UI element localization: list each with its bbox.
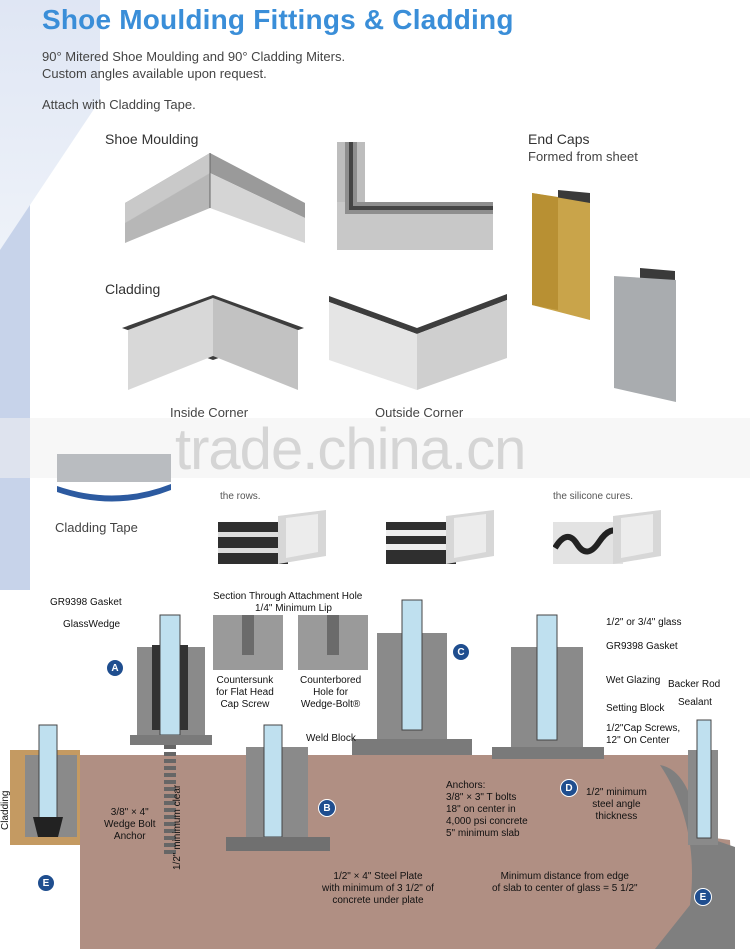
wet-glazing-label: Wet Glazing xyxy=(606,675,661,686)
intro-line-2: Custom angles available upon request. xyxy=(42,66,267,81)
setting-block-label: Setting Block xyxy=(606,703,665,714)
steel-angle-label: 1/2" minimum steel angle thickness xyxy=(586,787,647,822)
tape-rows-image-1 xyxy=(218,510,326,564)
silicone-note: the silicone cures. xyxy=(553,491,634,502)
cap-screws-label: 1/2"Cap Screws, 12" On Center xyxy=(606,723,681,746)
end-caps-label: End Caps xyxy=(528,131,590,147)
sealant-label: Sealant xyxy=(678,697,712,708)
watermark-text: trade.china.cn xyxy=(175,417,526,482)
backer-rod-label: Backer Rod xyxy=(668,679,721,690)
cladding-label: Cladding xyxy=(105,281,161,297)
left-accent-panel xyxy=(0,0,100,250)
glass-label: 1/2" or 3/4" glass xyxy=(606,617,682,628)
anchors-label: Anchors: 3/8" × 3" T bolts 18" on center… xyxy=(446,780,528,839)
glasswedge-label: GlassWedge xyxy=(63,619,121,630)
cladding-outside-corner-image xyxy=(329,294,507,390)
badge-d: D xyxy=(560,779,578,797)
rows-note: the rows. xyxy=(220,491,261,502)
countersunk-label: Countersunk for Flat Head Cap Screw xyxy=(216,675,274,710)
gasket-right-label: GR9398 Gasket xyxy=(606,641,678,652)
weld-block-plate xyxy=(352,739,472,755)
min-lip-label: 1/4" Minimum Lip xyxy=(255,603,332,614)
attach-note: Attach with Cladding Tape. xyxy=(42,97,196,112)
silicone-bead-image xyxy=(553,510,661,564)
counterbored-label: Counterbored Hole for Wedge-Bolt® xyxy=(300,675,362,710)
cladding-inside-corner-image xyxy=(122,295,304,390)
tape-rows-image-2 xyxy=(386,510,494,564)
end-cladding xyxy=(655,765,735,949)
end-cap-gold-image xyxy=(532,190,590,320)
glass-e-right xyxy=(696,719,712,839)
badge-b: B xyxy=(318,799,336,817)
shoe-moulding-frame-image xyxy=(337,142,493,250)
glass-a xyxy=(159,614,181,736)
gasket-left-label: GR9398 Gasket xyxy=(50,597,122,608)
weld-block-label: Weld Block xyxy=(306,733,356,744)
intro-text: 90° Mitered Shoe Moulding and 90° Claddi… xyxy=(42,48,345,82)
badge-c: C xyxy=(452,643,470,661)
cladding-tape-image xyxy=(57,454,171,502)
end-caps-subtitle: Formed from sheet xyxy=(528,149,638,164)
steel-angle xyxy=(492,747,604,759)
page-title: Shoe Moulding Fittings & Cladding xyxy=(42,4,514,35)
outside-corner-caption: Outside Corner xyxy=(375,405,464,420)
badge-a: A xyxy=(106,659,124,677)
cladding-vertical-label: Cladding xyxy=(0,790,11,830)
min-clear-label: 1/2" minimum clear xyxy=(172,784,183,870)
inside-corner-caption: Inside Corner xyxy=(170,405,249,420)
installation-diagram: GR9398 Gasket GlassWedge Section Through… xyxy=(0,575,750,949)
shoe-moulding-miter-image xyxy=(125,153,305,243)
section-title-label: Section Through Attachment Hole xyxy=(213,591,363,602)
shoe-moulding-label: Shoe Moulding xyxy=(105,131,199,147)
wedge-bolt-label: 3/8" × 4" Wedge Bolt Anchor xyxy=(104,807,156,842)
steel-plate-label: 1/2" × 4" Steel Plate with minimum of 3 … xyxy=(322,871,434,906)
concrete-slab xyxy=(80,755,735,949)
intro-line-1: 90° Mitered Shoe Moulding and 90° Claddi… xyxy=(42,49,346,64)
steel-plate xyxy=(226,837,330,851)
cladding-tape-caption: Cladding Tape xyxy=(55,520,138,535)
glass-d xyxy=(536,614,558,741)
glass-b xyxy=(263,724,283,838)
installation-diagram-drawing xyxy=(10,599,735,949)
glass-c xyxy=(401,599,423,731)
badge-e-right: E xyxy=(694,888,712,906)
end-cap-silver-image xyxy=(614,268,676,402)
badge-e-left: E xyxy=(37,874,55,892)
min-distance-label: Minimum distance from edge of slab to ce… xyxy=(492,871,638,894)
